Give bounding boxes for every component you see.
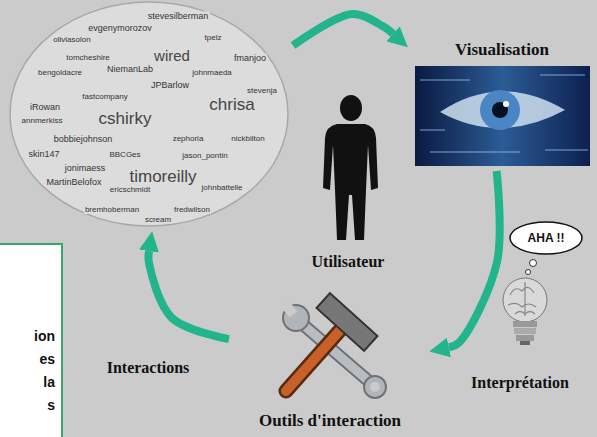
hammer-handle [286, 328, 342, 391]
account-name: johnbattelle [201, 184, 244, 192]
account-name: johnmaeda [191, 69, 233, 77]
account-name: fredwilson [173, 206, 211, 214]
account-name: jason_pontin [181, 152, 228, 160]
account-name: oliviasolon [52, 36, 91, 44]
account-name: stevesilberman [147, 12, 210, 21]
node-title: ion es la s [34, 325, 55, 417]
account-name: ericschmidt [109, 186, 151, 194]
user-head [340, 95, 362, 121]
thought-bubble [530, 260, 537, 267]
eye-picture [415, 66, 590, 166]
brain-folds [508, 282, 536, 316]
bulb-base [514, 328, 536, 334]
bulb-base [513, 321, 537, 327]
visualisation-picture: Visualisation [412, 38, 592, 168]
node-title: Outils d'interaction [259, 411, 401, 431]
account-name: MartinBelofox [45, 178, 102, 187]
wrench-ring-hole [370, 382, 380, 392]
tools-icon: Outils d'interaction [232, 292, 428, 435]
cycle-arrow [293, 14, 393, 46]
eye-pupil [492, 102, 508, 118]
account-name: tpelz [204, 34, 223, 42]
hammer-handle [286, 328, 342, 391]
account-name: jonimaess [64, 164, 107, 173]
brain-bulb [503, 278, 547, 322]
figure-label: Utilisateur [312, 253, 385, 271]
wrench-jaw-gap [281, 300, 298, 317]
account-name: wired [153, 48, 191, 63]
cycle-arrow [449, 171, 500, 347]
bulb-base [516, 335, 534, 341]
account-name: timoreilly [128, 168, 197, 185]
account-name: scream [144, 216, 172, 224]
account-name: iRowan [29, 103, 61, 112]
hammer-head [317, 293, 378, 351]
account-name: skin147 [27, 150, 60, 159]
account-name: stevenja [246, 87, 278, 95]
account-name: fastcompany [81, 93, 128, 101]
figure-label: Interactions [104, 359, 193, 377]
bulb-base [520, 341, 530, 345]
eye-highlight [503, 101, 509, 107]
network-graph: stevesilberman evgenymorozov oliviasolon tp… [8, 0, 290, 228]
side-note-box: ion es la s [0, 243, 63, 437]
node-title: Visualisation [455, 40, 549, 60]
thought-bubble [526, 270, 531, 275]
account-name: fmanjoo [233, 54, 267, 63]
node-outline [10, 2, 288, 226]
account-name: bengoldacre [37, 69, 83, 77]
node-outline [510, 222, 582, 254]
eye-iris [480, 90, 520, 130]
account-name: annmerkiss [21, 117, 64, 125]
thought-text: AHA !! [528, 232, 565, 244]
account-name: cshirky [98, 110, 153, 127]
figure-label: Interprétation [471, 374, 569, 392]
account-name: chrisa [208, 96, 255, 113]
user-body [323, 124, 378, 240]
account-name: NiemanLab [106, 65, 154, 74]
account-name: JPBarlow [150, 81, 190, 90]
account-name: tomcheshire [65, 54, 111, 62]
account-name: nickbilton [230, 135, 265, 143]
wrench-ring [364, 376, 386, 398]
cycle-arrow [149, 251, 229, 339]
account-name: bobbiejohnson [53, 135, 114, 144]
account-name: BBCGes [108, 151, 141, 159]
account-name: zephoria [172, 135, 205, 143]
account-name: bremhoberman [84, 206, 140, 214]
thought-bubble: AHA !! [508, 220, 584, 256]
eye-streaks [420, 75, 588, 152]
account-name: evgenymorozov [87, 24, 153, 33]
